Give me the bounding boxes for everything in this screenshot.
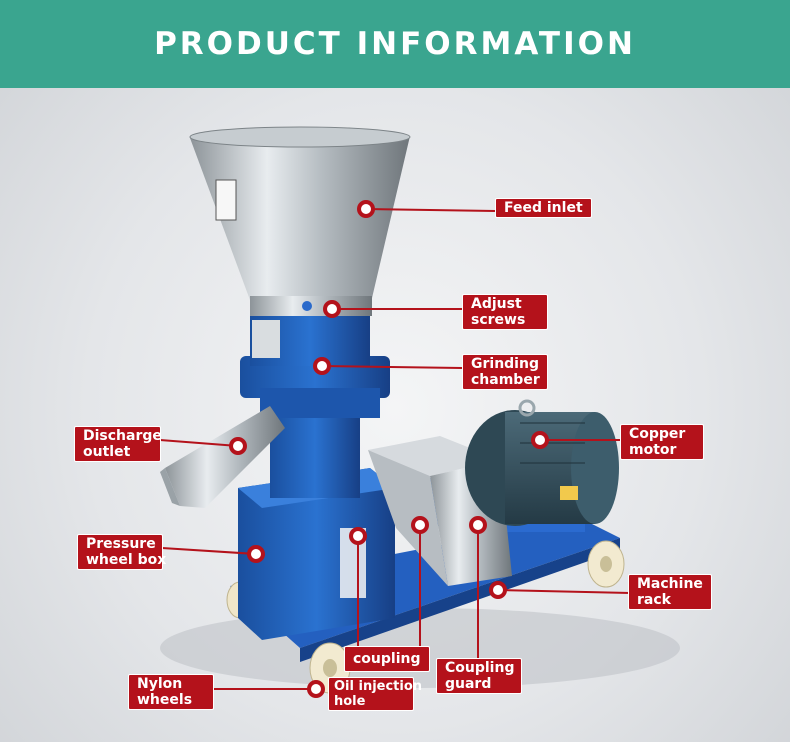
copper-motor-shape xyxy=(465,399,619,526)
pellet-mill-illustration xyxy=(159,126,680,698)
label-feed-inlet: Feed inlet xyxy=(495,198,592,218)
label-coupling: coupling xyxy=(344,646,430,672)
feed-hopper-shape xyxy=(189,126,411,316)
header-banner: PRODUCT INFORMATION xyxy=(0,0,790,88)
leader-lines xyxy=(159,208,631,690)
page-title: PRODUCT INFORMATION xyxy=(154,26,636,62)
callout-markers xyxy=(229,200,549,698)
discharge-chute-shape xyxy=(160,406,285,508)
